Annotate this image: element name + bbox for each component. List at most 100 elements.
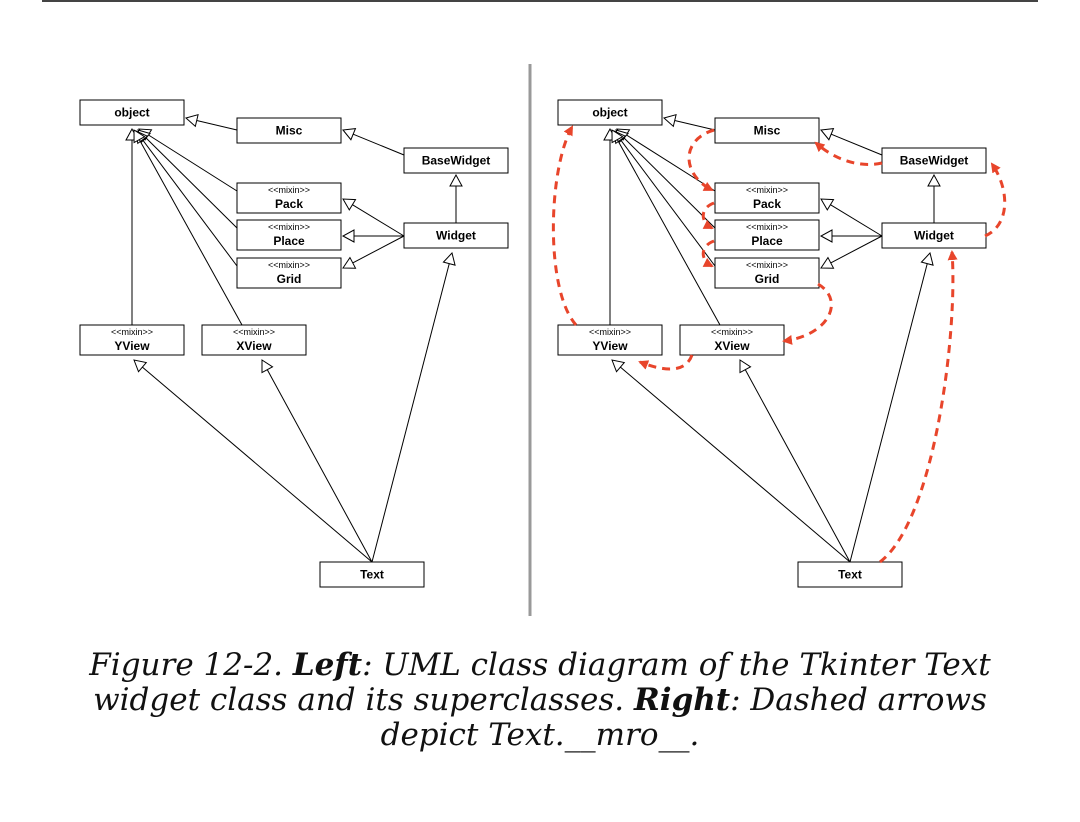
left-class-xview: <<mixin>> XView xyxy=(201,324,307,356)
right-inheritance-widget-3-arrowhead xyxy=(820,198,835,211)
left-class-place-box xyxy=(236,219,342,251)
mro-yview-to-object xyxy=(551,125,578,326)
left-class-yview-box xyxy=(79,324,185,356)
left-inheritance-widget-2-arrowhead xyxy=(449,173,463,187)
left-class-widget: Widget xyxy=(403,222,509,249)
left-class-yview-label: YView xyxy=(114,339,150,353)
right-inheritance-text-12-arrowhead xyxy=(739,359,752,374)
left-class-widget-box xyxy=(403,222,509,249)
right-inheritance-xview-10-line xyxy=(616,139,721,326)
right-class-basewidget: BaseWidget xyxy=(881,147,987,174)
right-inheritance-grid-8-line xyxy=(620,139,716,267)
right-inheritance-basewidget-1-arrowhead xyxy=(820,128,835,141)
mro-xview-to-yview xyxy=(638,354,694,371)
left-class-object-box xyxy=(79,99,185,126)
figure-caption: Figure 12-2. Left: UML class diagram of … xyxy=(40,648,1040,753)
left-class-basewidget-label: BaseWidget xyxy=(422,154,491,168)
caption-right-label: Right xyxy=(634,682,731,718)
left-class-misc-label: Misc xyxy=(276,124,303,138)
caption-left-label: Left xyxy=(292,647,363,683)
left-class-object: object xyxy=(79,99,185,126)
left-class-pack-stereotype: <<mixin>> xyxy=(268,185,310,195)
right-class-place-box xyxy=(714,219,820,251)
mro-grid-to-xview xyxy=(782,282,833,345)
left-inheritance-widget-5-arrowhead xyxy=(342,256,357,269)
left-class-misc-box xyxy=(236,117,342,144)
right-class-xview-label: XView xyxy=(714,339,750,353)
caption-figure: Figure 12-2. xyxy=(89,647,293,683)
right-inheritance-text-12-line xyxy=(744,369,851,563)
left-class-grid: <<mixin>> Grid xyxy=(236,257,342,289)
left-class-xview-box xyxy=(201,324,307,356)
mro-text-to-widget xyxy=(879,250,958,564)
left-class-basewidget-box xyxy=(403,147,509,174)
left-class-grid-box xyxy=(236,257,342,289)
right-class-grid-stereotype: <<mixin>> xyxy=(746,260,788,270)
left-inheritance-xview-10-line xyxy=(138,139,243,326)
left-inheritance-widget-5-line xyxy=(352,235,405,264)
left-inheritance-xview-10-arrowhead xyxy=(133,129,146,144)
left-class-basewidget: BaseWidget xyxy=(403,147,509,174)
left-class-xview-stereotype: <<mixin>> xyxy=(233,327,275,337)
top-rule xyxy=(42,0,1038,2)
mro-basewidget-to-misc xyxy=(814,141,883,166)
left-class-text-box xyxy=(319,561,425,588)
right-inheritance-text-13-line xyxy=(849,263,928,563)
left-inheritance-text-13-line xyxy=(371,263,450,563)
right-inheritance-widget-4-arrowhead xyxy=(819,229,833,243)
right-inheritance-text-11-arrowhead xyxy=(611,359,626,373)
right-class-place: <<mixin>>Place xyxy=(714,219,820,251)
right-inheritance-misc-0-line xyxy=(674,120,716,131)
right-class-pack-box xyxy=(714,182,820,214)
left-inheritance-widget-3-line xyxy=(352,204,405,237)
mro-arrows xyxy=(551,125,1007,564)
right-class-misc-box xyxy=(714,117,820,144)
left-class-widget-label: Widget xyxy=(436,229,476,243)
right-inheritance-text-11-line xyxy=(620,366,851,563)
left-class-place: <<mixin>>Place xyxy=(236,219,342,251)
right-class-place-label: Place xyxy=(751,234,783,248)
left-class-grid-stereotype: <<mixin>> xyxy=(268,260,310,270)
right-class-object-label: object xyxy=(592,106,627,120)
left-class-text: Text xyxy=(319,561,425,588)
right-class-pack-stereotype: <<mixin>> xyxy=(746,185,788,195)
right-class-widget: Widget xyxy=(881,222,987,249)
right-inheritance-widget-5-line xyxy=(830,235,883,264)
right-class-yview: <<mixin>>YView xyxy=(557,324,663,356)
left-inheritance-widget-4-arrowhead xyxy=(341,229,355,243)
left-inheritance-misc-0-arrowhead xyxy=(184,113,199,128)
left-inheritance-text-12-arrowhead xyxy=(261,359,274,374)
right-class-yview-label: YView xyxy=(592,339,628,353)
left-class-text-label: Text xyxy=(360,568,384,582)
left-inheritance-misc-0-line xyxy=(196,120,238,131)
left-class-place-label: Place xyxy=(273,234,305,248)
caption-left-text: : UML class diagram of the Tkinter Text … xyxy=(93,647,991,718)
left-inheritance-basewidget-1-arrowhead xyxy=(342,128,357,141)
left-inheritance-grid-8-line xyxy=(142,139,238,267)
mro-place-to-grid xyxy=(701,239,715,268)
mro-misc-to-pack xyxy=(687,128,715,192)
left-class-grid-label: Grid xyxy=(277,272,302,286)
left-class-pack-box xyxy=(236,182,342,214)
right-class-xview: <<mixin>>XView xyxy=(679,324,785,356)
right-inheritance-xview-10-arrowhead xyxy=(611,129,624,144)
left-class-pack-label: Pack xyxy=(275,197,303,211)
right-inheritance-widget-5-arrowhead xyxy=(820,256,835,269)
left-inheritance-text-11-line xyxy=(142,366,373,563)
left-inheritance-text-13-arrowhead xyxy=(442,251,456,266)
right-inheritance-widget-3-line xyxy=(830,204,883,237)
right-class-grid-box xyxy=(714,257,820,289)
mro-widget-to-basewidget xyxy=(984,162,1007,238)
right-class-pack-label: Pack xyxy=(753,197,781,211)
right-class-object: object xyxy=(557,99,663,126)
caption-right-text: : Dashed arrows depict Text.__mro__. xyxy=(380,682,987,753)
right-class-yview-box xyxy=(557,324,663,356)
mro-pack-to-place xyxy=(701,201,715,230)
right-class-misc: Misc xyxy=(714,117,820,144)
left-class-xview-label: XView xyxy=(236,339,272,353)
right-inheritance-basewidget-1-line xyxy=(830,133,883,156)
right-class-object-box xyxy=(557,99,663,126)
left-inheritance-place-7-line xyxy=(145,137,238,229)
right-class-misc-label: Misc xyxy=(754,124,781,138)
